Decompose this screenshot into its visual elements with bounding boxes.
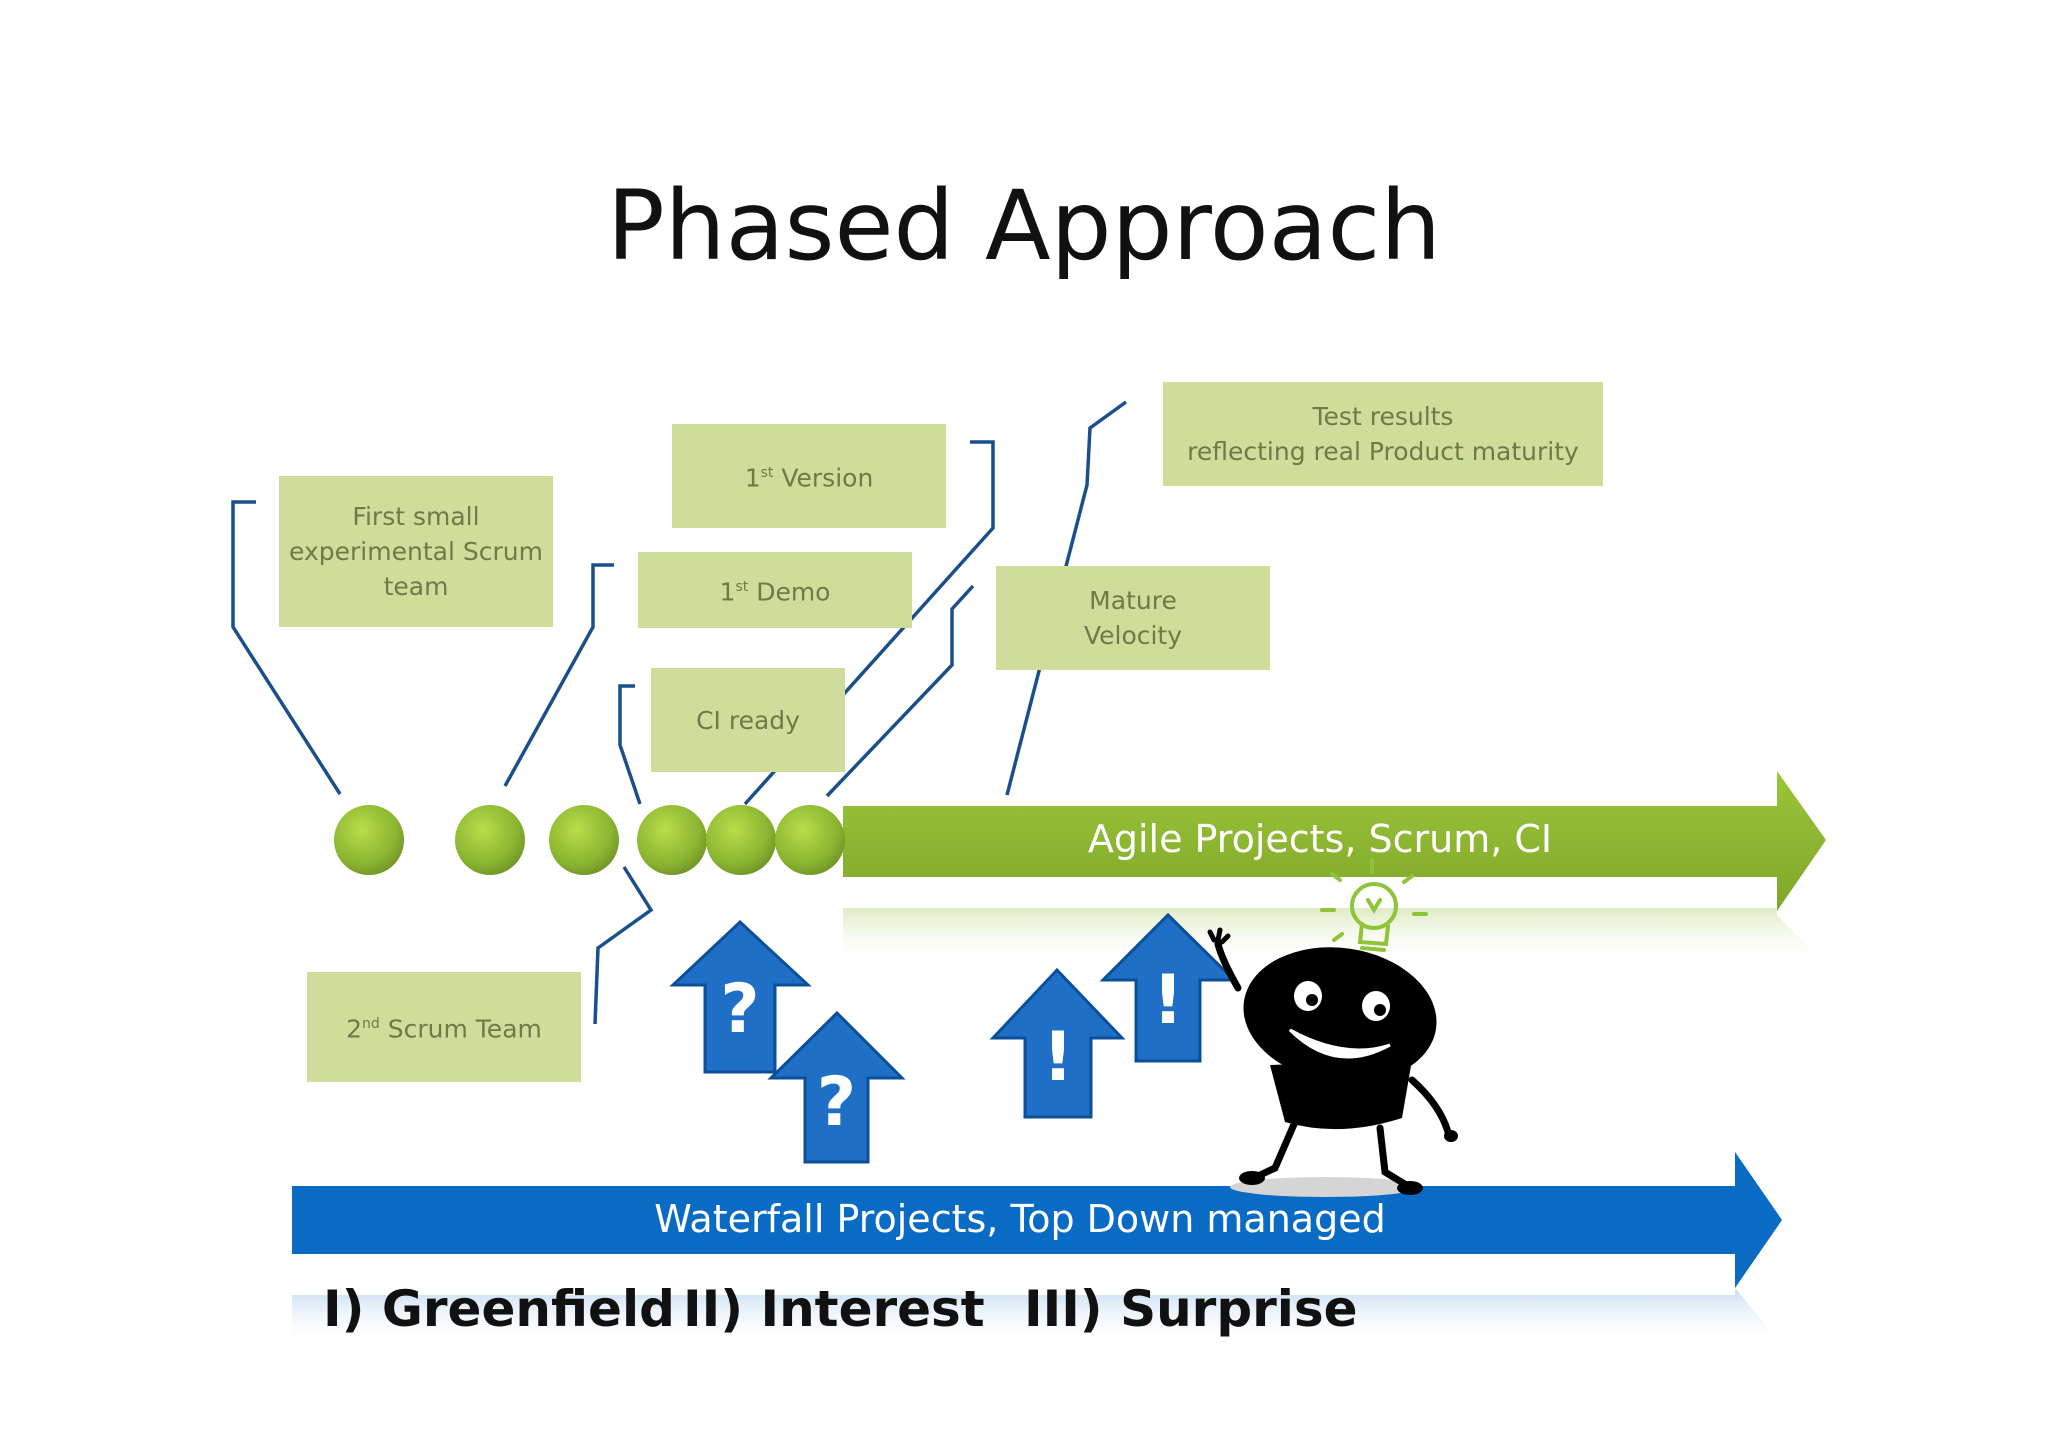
smiley-character-icon [1207, 927, 1458, 1197]
milestone-ball [549, 805, 619, 875]
connector-second-team [593, 866, 654, 1025]
phase-interest: II) Interest [683, 1280, 985, 1338]
note-first-team-line: team [383, 572, 449, 601]
note-second-team-sup: nd [362, 1016, 380, 1033]
note-first-demo-sup: st [735, 579, 749, 596]
phase-greenfield: I) Greenfield [323, 1280, 675, 1338]
milestone-ball [637, 805, 707, 875]
agile-arrow [843, 771, 1826, 911]
note-second-team: 2nd Scrum Team [307, 972, 581, 1082]
exclamation-arrow-1 [989, 967, 1126, 1119]
note-test-results: Test results reflecting real Product mat… [1163, 382, 1603, 486]
note-first-demo: 1st Demo [638, 552, 912, 628]
connector-first-demo [825, 584, 975, 798]
milestone-ball [455, 805, 525, 875]
note-first-team-line: First small [352, 502, 480, 531]
connector-first-version [743, 440, 995, 806]
note-first-team-line: experimental Scrum [289, 537, 543, 566]
question-mark-1: ? [720, 970, 760, 1049]
question-arrow-1 [669, 919, 812, 1074]
note-first-version: 1st Version [672, 424, 946, 528]
note-second-team-number: 2 [346, 1014, 363, 1044]
milestone-ball [334, 805, 404, 875]
note-test-results-line: reflecting real Product maturity [1187, 437, 1579, 466]
connector-lines [231, 400, 1128, 1025]
exclamation-arrow-2 [1099, 912, 1238, 1063]
note-first-version-number: 1 [744, 463, 761, 493]
milestone-balls [334, 805, 845, 875]
slide-title: Phased Approach [606, 170, 1442, 282]
connector-second-start [503, 563, 614, 787]
question-mark-2: ? [816, 1063, 857, 1142]
note-first-version-label: Version [781, 463, 874, 493]
note-first-demo-label: Demo [756, 577, 831, 607]
note-first-demo-number: 1 [719, 577, 736, 607]
lightbulb-icon [1320, 858, 1428, 952]
agile-arrow-label: Agile Projects, Scrum, CI [1087, 817, 1553, 861]
connector-first-team [231, 500, 342, 795]
question-arrow-2 [767, 1010, 906, 1164]
note-first-version-sup: st [760, 465, 774, 482]
waterfall-arrow-reflection [292, 1288, 1782, 1345]
milestone-ball [775, 805, 845, 875]
note-mature-velocity: Mature Velocity [996, 566, 1270, 670]
exclamation-mark-2: ! [1152, 961, 1184, 1040]
note-mature-velocity-line: Mature [1089, 586, 1177, 615]
note-second-team-text: 2nd Scrum Team [346, 1007, 542, 1046]
note-second-team-label: Scrum Team [387, 1014, 542, 1044]
phase-surprise: III) Surprise [1024, 1280, 1358, 1338]
agile-arrow-reflection [843, 908, 1826, 965]
note-test-results-line: Test results [1312, 402, 1454, 431]
connector-ci-ready [618, 684, 642, 805]
note-mature-velocity-line: Velocity [1083, 621, 1183, 650]
note-ci-ready-label: CI ready [696, 705, 800, 735]
note-first-demo-text: 1st Demo [720, 570, 831, 609]
milestone-ball [706, 805, 776, 875]
note-first-version-text: 1st Version [745, 456, 874, 495]
exclamation-mark-1: ! [1042, 1018, 1074, 1097]
waterfall-arrow-label: Waterfall Projects, Top Down managed [654, 1197, 1386, 1241]
note-ci-ready: CI ready [651, 668, 845, 772]
note-first-team: First small experimental Scrum team [279, 476, 553, 627]
